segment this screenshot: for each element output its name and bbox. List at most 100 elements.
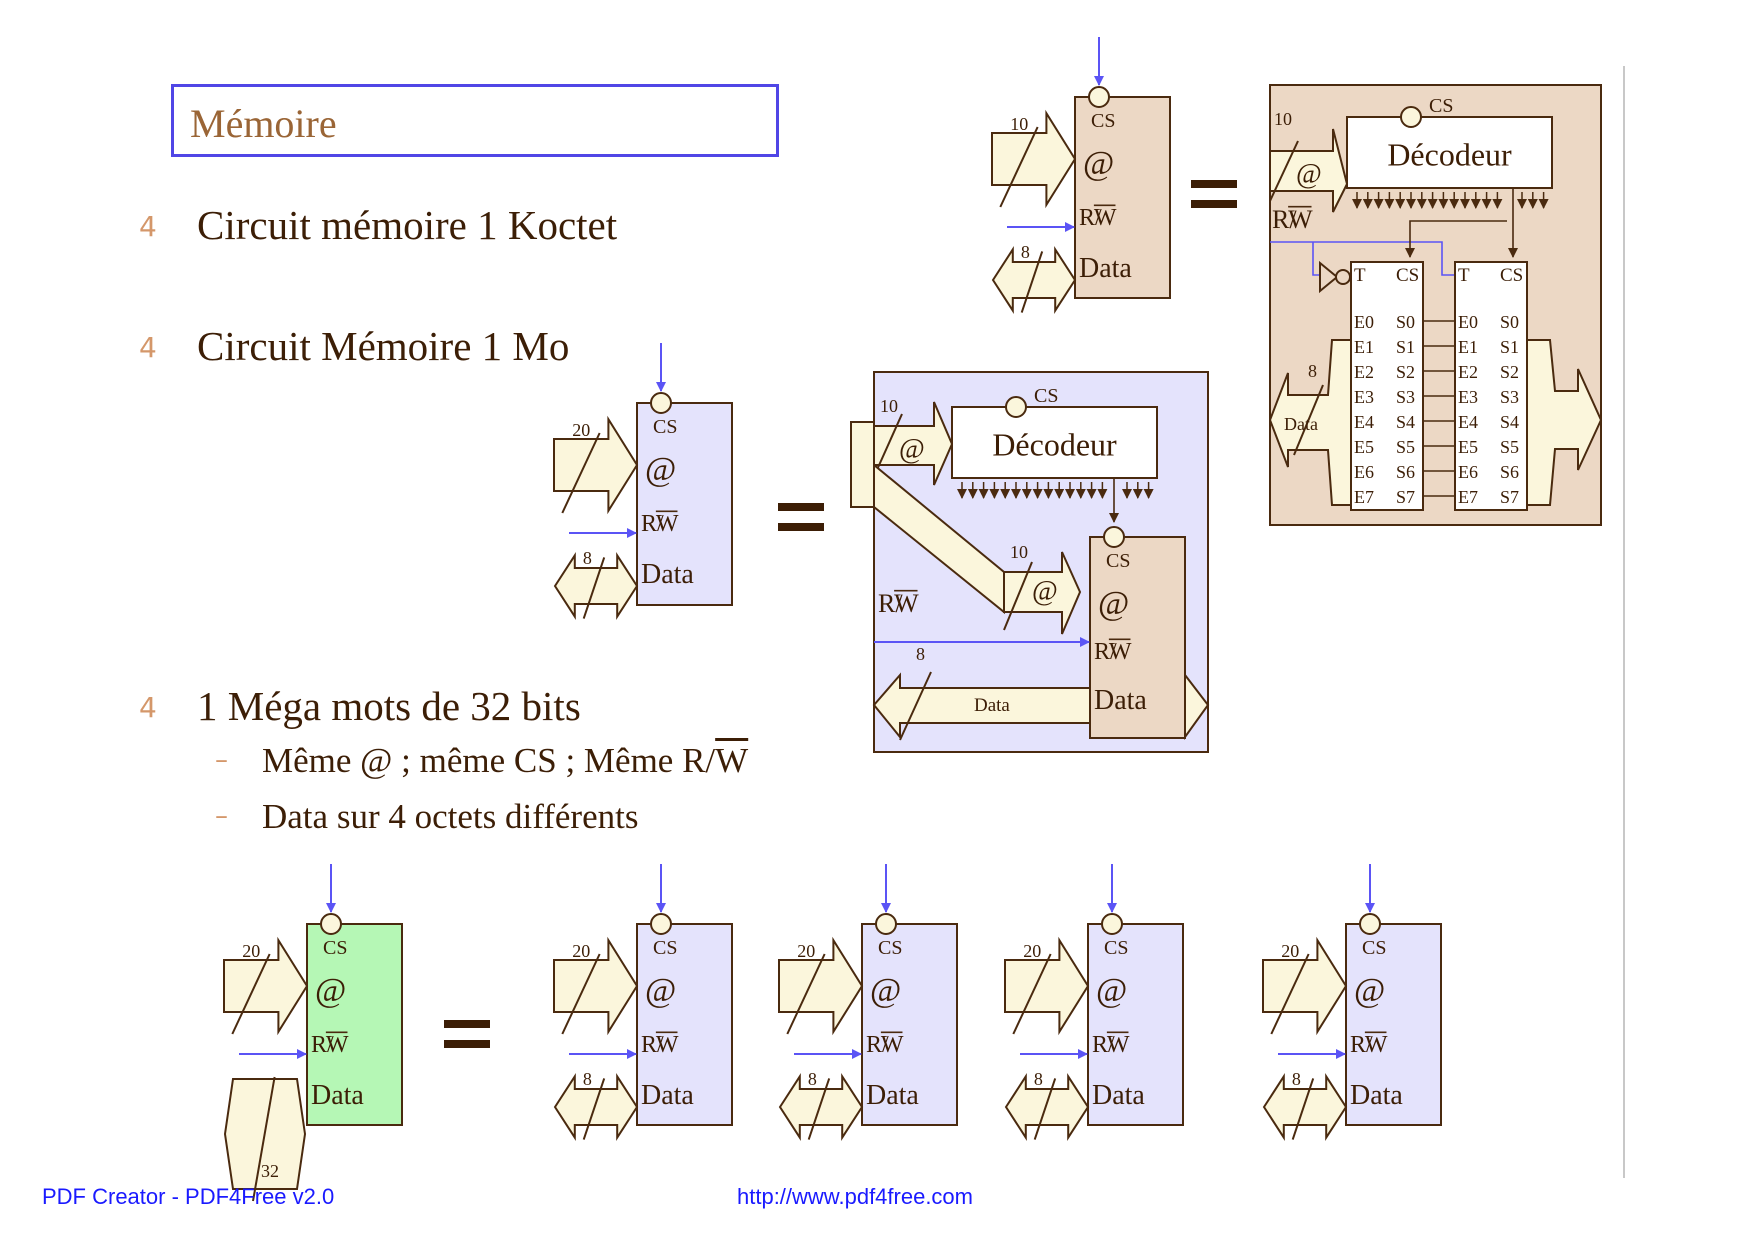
- s-pin-label: S0: [1396, 312, 1415, 332]
- r-label: R/: [1272, 205, 1297, 234]
- address-bus-arrow: 20: [1004, 936, 1090, 1036]
- cs-bubble: [1400, 106, 1422, 128]
- cs-label: CS: [1104, 937, 1128, 959]
- address-bus-arrow: 10: [991, 109, 1077, 209]
- bus-width-label: 10: [880, 396, 898, 416]
- r-label: R/: [866, 1032, 889, 1058]
- w-bar-label: W: [1109, 639, 1132, 665]
- rw-label: R/W: [1092, 1031, 1130, 1058]
- chip-body: [306, 923, 403, 1126]
- data-bus-arrow: 8: [1262, 1069, 1348, 1141]
- footer-url-link[interactable]: http://www.pdf4free.com: [737, 1184, 973, 1209]
- bus-width-label: 32: [261, 1161, 279, 1181]
- address-bus-lower: [1003, 551, 1082, 635]
- e-pin-label: E7: [1458, 487, 1478, 507]
- bus-width-label: 20: [797, 941, 815, 961]
- address-bus-stub: [850, 421, 875, 508]
- page-margin-line: [1623, 66, 1625, 1178]
- sub-bullet-marker: –: [215, 801, 228, 831]
- s-pin-label: S2: [1396, 362, 1415, 382]
- e-pin-label: E6: [1458, 462, 1478, 482]
- bus-width-label: 8: [916, 644, 925, 664]
- equals-1koctet: [1191, 180, 1237, 208]
- bus-slash: [1293, 384, 1324, 456]
- address-label: @: [1098, 585, 1129, 622]
- data-label: Data: [1350, 1080, 1403, 1111]
- bus-width-label: 20: [572, 420, 590, 440]
- bus-width-label: 10: [1010, 114, 1028, 134]
- bullet-text-32bits: 1 Méga mots de 32 bits: [197, 683, 581, 729]
- cs-bubble: [650, 913, 672, 935]
- data-bus-left: [872, 672, 1091, 740]
- cs-select-arrow: [1405, 220, 1507, 258]
- bus-slash: [231, 953, 271, 1035]
- bus-slash: [1003, 561, 1033, 631]
- bus-arrow-shape: [1004, 1073, 1090, 1141]
- s-pin-label: S4: [1500, 412, 1519, 432]
- e-pin-label: E1: [1458, 337, 1478, 357]
- w-bar-label: W: [326, 1032, 349, 1058]
- s-pin-label: S5: [1396, 437, 1415, 457]
- s-pin-label: S7: [1396, 487, 1415, 507]
- address-label: @: [870, 972, 901, 1009]
- s-pin-label: S3: [1500, 387, 1519, 407]
- bus-width-label: 8: [583, 1069, 592, 1089]
- e-pin-label: E7: [1354, 487, 1374, 507]
- bus-arrow-shape: [223, 936, 309, 1036]
- bus-width-label: 8: [1292, 1069, 1301, 1089]
- bus-slash: [1269, 140, 1299, 202]
- bus-arrow-shape: [1262, 1073, 1348, 1141]
- cs-label: CS: [653, 416, 677, 438]
- equals-bar: [444, 1020, 490, 1028]
- data-label: Data: [311, 1080, 364, 1111]
- equals-bar: [1191, 200, 1237, 208]
- s-pin-label: S3: [1396, 387, 1415, 407]
- bus-slash: [582, 1078, 606, 1140]
- s-pin-label: S0: [1500, 312, 1519, 332]
- w-bar-label: W: [656, 1032, 679, 1058]
- s-pin-label: S1: [1396, 337, 1415, 357]
- data-bus-left: [1268, 339, 1352, 506]
- s-pin-label: S4: [1396, 412, 1415, 432]
- cs-bubble: [650, 392, 672, 414]
- data-label: Data: [1094, 685, 1147, 716]
- bus-width-label: 8: [1308, 361, 1317, 381]
- cs-label: CS: [1091, 110, 1115, 132]
- data-bus-arrow: 8: [1004, 1069, 1090, 1141]
- address-label: @: [1032, 576, 1058, 607]
- r-label: R/: [1094, 639, 1117, 665]
- r-label: R/: [878, 589, 903, 618]
- e-pin-label: E1: [1354, 337, 1374, 357]
- cs-bubble: [1103, 526, 1125, 548]
- rw-label: R/W: [1350, 1031, 1388, 1058]
- cs-label: CS: [323, 937, 347, 959]
- bus-arrow-shape: [1004, 936, 1090, 1036]
- address-bus-arrow: 20: [778, 936, 864, 1036]
- t-label: T: [1354, 265, 1366, 286]
- chip-body: [636, 402, 733, 606]
- data-bus-arrow: 8: [778, 1069, 864, 1141]
- e-pin-label: E5: [1354, 437, 1374, 457]
- bus-width-label: 20: [1023, 941, 1041, 961]
- e-pin-label: E4: [1458, 412, 1478, 432]
- address-label: @: [315, 972, 346, 1009]
- cs-label: CS: [653, 937, 677, 959]
- bus-slash: [999, 126, 1039, 208]
- w-bar-label: W: [1365, 1032, 1388, 1058]
- bus-arrow-shape: [991, 246, 1077, 314]
- bus-slash: [252, 1076, 276, 1202]
- bus-slash: [786, 953, 826, 1035]
- e-pin-label: E4: [1354, 412, 1374, 432]
- bus-slash: [899, 671, 932, 741]
- bullet-marker: 4: [139, 331, 157, 364]
- rw-label: R/W: [311, 1031, 349, 1058]
- cs-bubble: [320, 913, 342, 935]
- data-label: Data: [641, 559, 694, 590]
- equals-bar: [778, 503, 824, 511]
